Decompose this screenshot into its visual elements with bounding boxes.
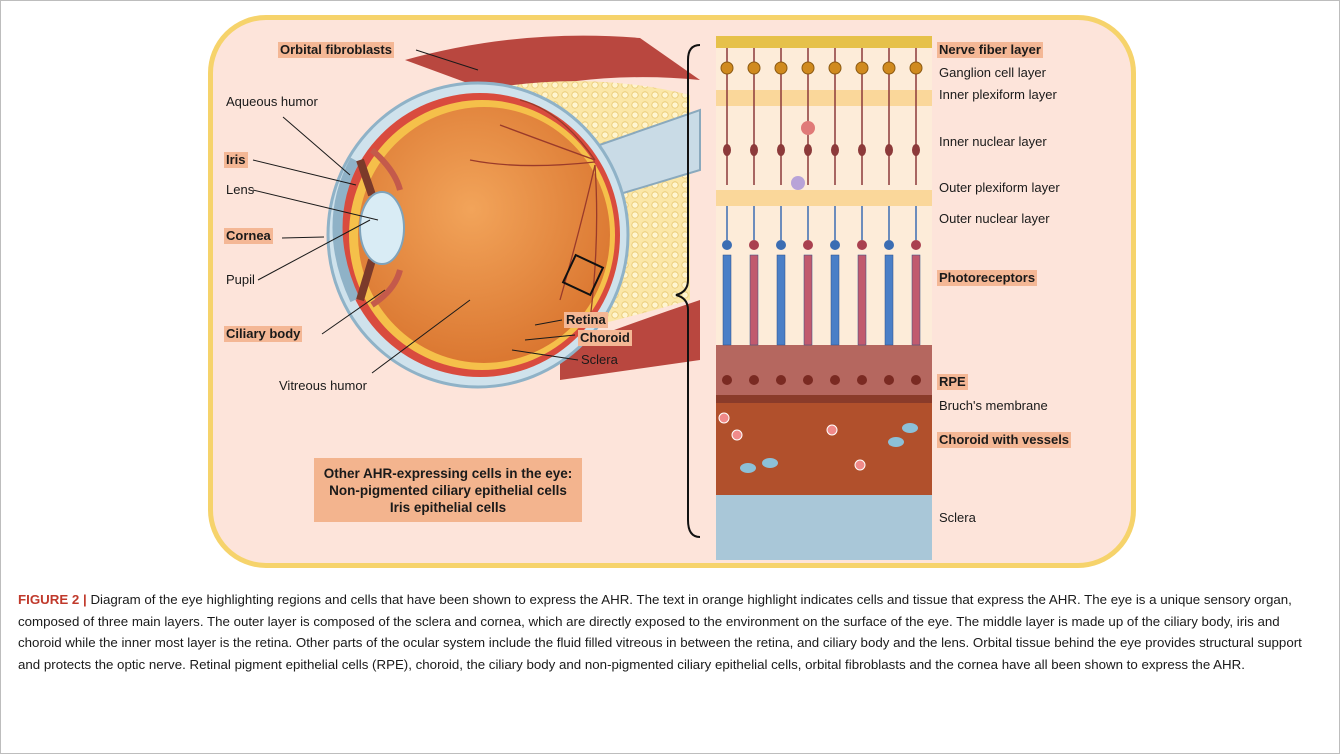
rpe-cell-nucleus bbox=[803, 375, 813, 385]
rpe-cell-nucleus bbox=[830, 375, 840, 385]
photoreceptor-nucleus bbox=[830, 240, 840, 250]
label-nerve-fiber-layer: Nerve fiber layer bbox=[937, 42, 1043, 58]
note-line-2: Non-pigmented ciliary epithelial cells bbox=[314, 482, 582, 499]
vessel-cell bbox=[888, 437, 904, 447]
vessel-cell bbox=[902, 423, 918, 433]
bipolar-cell bbox=[777, 144, 785, 156]
photoreceptor-nucleus bbox=[749, 240, 759, 250]
bipolar-cell bbox=[723, 144, 731, 156]
ganglion-cell bbox=[721, 62, 733, 74]
label-cornea: Cornea bbox=[224, 228, 273, 244]
bipolar-cell bbox=[885, 144, 893, 156]
photoreceptor-segment bbox=[912, 255, 920, 345]
red-blood-cell bbox=[827, 425, 837, 435]
label-bruchs-membrane: Bruch's membrane bbox=[939, 398, 1048, 414]
label-choroid-with-vessels: Choroid with vessels bbox=[937, 432, 1071, 448]
photoreceptor-segment bbox=[831, 255, 839, 345]
note-line-1: Other AHR-expressing cells in the eye: bbox=[314, 465, 582, 482]
horizontal-cell bbox=[791, 176, 805, 190]
label-iris: Iris bbox=[224, 152, 248, 168]
lens-shape bbox=[360, 192, 404, 264]
label-choroid: Choroid bbox=[578, 330, 632, 346]
ganglion-cell bbox=[856, 62, 868, 74]
ahr-note-box: Other AHR-expressing cells in the eye: N… bbox=[314, 458, 582, 522]
bipolar-cell bbox=[804, 144, 812, 156]
photoreceptor-segment bbox=[777, 255, 785, 345]
vessel-cell bbox=[740, 463, 756, 473]
label-aqueous-humor: Aqueous humor bbox=[226, 94, 318, 110]
bipolar-cell bbox=[912, 144, 920, 156]
ganglion-cell bbox=[883, 62, 895, 74]
photoreceptor-segment bbox=[885, 255, 893, 345]
label-orbital-fibroblasts: Orbital fibroblasts bbox=[278, 42, 394, 58]
figure-caption: FIGURE 2 | Diagram of the eye highlighti… bbox=[18, 589, 1318, 675]
photoreceptor-nucleus bbox=[884, 240, 894, 250]
photoreceptor-nucleus bbox=[911, 240, 921, 250]
label-sclera: Sclera bbox=[581, 352, 618, 368]
photoreceptor-nucleus bbox=[857, 240, 867, 250]
ganglion-cell bbox=[910, 62, 922, 74]
rpe-cell-nucleus bbox=[911, 375, 921, 385]
photoreceptor-segment bbox=[858, 255, 866, 345]
vessel-cell bbox=[762, 458, 778, 468]
label-inner-nuclear-layer: Inner nuclear layer bbox=[939, 134, 1047, 150]
photoreceptor-segment bbox=[804, 255, 812, 345]
photoreceptor-nucleus bbox=[803, 240, 813, 250]
rpe-cell-nucleus bbox=[884, 375, 894, 385]
label-lens: Lens bbox=[226, 182, 254, 198]
amacrine-cell bbox=[801, 121, 815, 135]
bipolar-cell bbox=[750, 144, 758, 156]
rpe-cell-nucleus bbox=[857, 375, 867, 385]
label-vitreous-humor: Vitreous humor bbox=[279, 378, 367, 394]
label-photoreceptors: Photoreceptors bbox=[937, 270, 1037, 286]
label-rpe: RPE bbox=[937, 374, 968, 390]
red-blood-cell bbox=[719, 413, 729, 423]
red-blood-cell bbox=[732, 430, 742, 440]
label-pupil: Pupil bbox=[226, 272, 255, 288]
retina-layer-column bbox=[716, 36, 932, 560]
label-retina: Retina bbox=[564, 312, 608, 328]
ganglion-cell bbox=[802, 62, 814, 74]
photoreceptor-segment bbox=[723, 255, 731, 345]
rpe-cell-nucleus bbox=[722, 375, 732, 385]
note-line-3: Iris epithelial cells bbox=[314, 499, 582, 516]
label-ciliary-body: Ciliary body bbox=[224, 326, 302, 342]
label-ganglion-cell-layer: Ganglion cell layer bbox=[939, 65, 1046, 81]
label-inner-plexiform-layer: Inner plexiform layer bbox=[939, 87, 1057, 103]
ganglion-cell bbox=[748, 62, 760, 74]
photoreceptor-nucleus bbox=[722, 240, 732, 250]
caption-figure-label: FIGURE 2 | bbox=[18, 592, 87, 607]
label-outer-plexiform-layer: Outer plexiform layer bbox=[939, 180, 1060, 196]
rpe-cell-nucleus bbox=[776, 375, 786, 385]
ganglion-cell bbox=[829, 62, 841, 74]
rpe-cell-nucleus bbox=[749, 375, 759, 385]
ganglion-cell bbox=[775, 62, 787, 74]
bipolar-cell bbox=[858, 144, 866, 156]
red-blood-cell bbox=[855, 460, 865, 470]
bipolar-cell bbox=[831, 144, 839, 156]
label-sclera-layer: Sclera bbox=[939, 510, 976, 526]
photoreceptor-segment bbox=[750, 255, 758, 345]
photoreceptor-nucleus bbox=[776, 240, 786, 250]
label-outer-nuclear-layer: Outer nuclear layer bbox=[939, 211, 1050, 227]
caption-text: Diagram of the eye highlighting regions … bbox=[18, 592, 1302, 672]
